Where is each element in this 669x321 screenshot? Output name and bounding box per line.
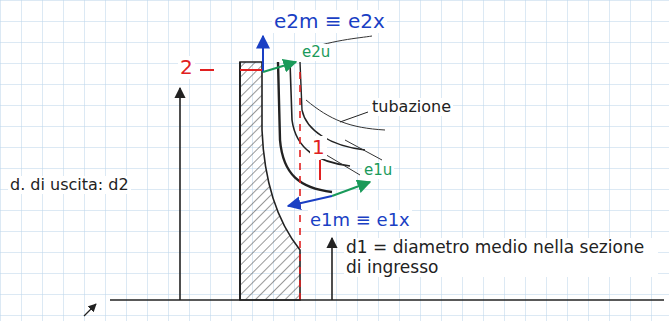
dimension-label: d. di uscita: d2 <box>8 176 131 194</box>
velocity-label: e1m ≡ e1x <box>308 210 412 231</box>
axis-line <box>110 299 664 301</box>
shroud-contour <box>278 62 332 192</box>
dimension-arrow <box>179 88 181 300</box>
velocity-label: e1u <box>362 162 394 179</box>
blade-contour <box>290 62 350 166</box>
leader-line <box>340 112 368 122</box>
station-line <box>299 72 301 300</box>
station-mark <box>200 69 214 71</box>
station-number: 1 <box>310 136 327 159</box>
station-mark <box>319 160 321 180</box>
velocity-arrow <box>263 62 296 72</box>
velocity-arrow <box>332 182 370 196</box>
dimension-label: d1 = diametro medio nella sezione di ing… <box>344 238 658 277</box>
scribble-mark <box>84 304 96 316</box>
station-number: 2 <box>178 56 195 79</box>
velocity-arrow <box>288 196 332 206</box>
hub-wall <box>239 62 241 300</box>
velocity-label: e2u <box>300 44 332 61</box>
velocity-arrow <box>262 36 264 72</box>
part-name: tubazione <box>370 98 453 116</box>
dimension-arrow <box>331 238 333 300</box>
station-mark <box>240 69 262 71</box>
velocity-label: e2m ≡ e2x <box>272 10 387 33</box>
